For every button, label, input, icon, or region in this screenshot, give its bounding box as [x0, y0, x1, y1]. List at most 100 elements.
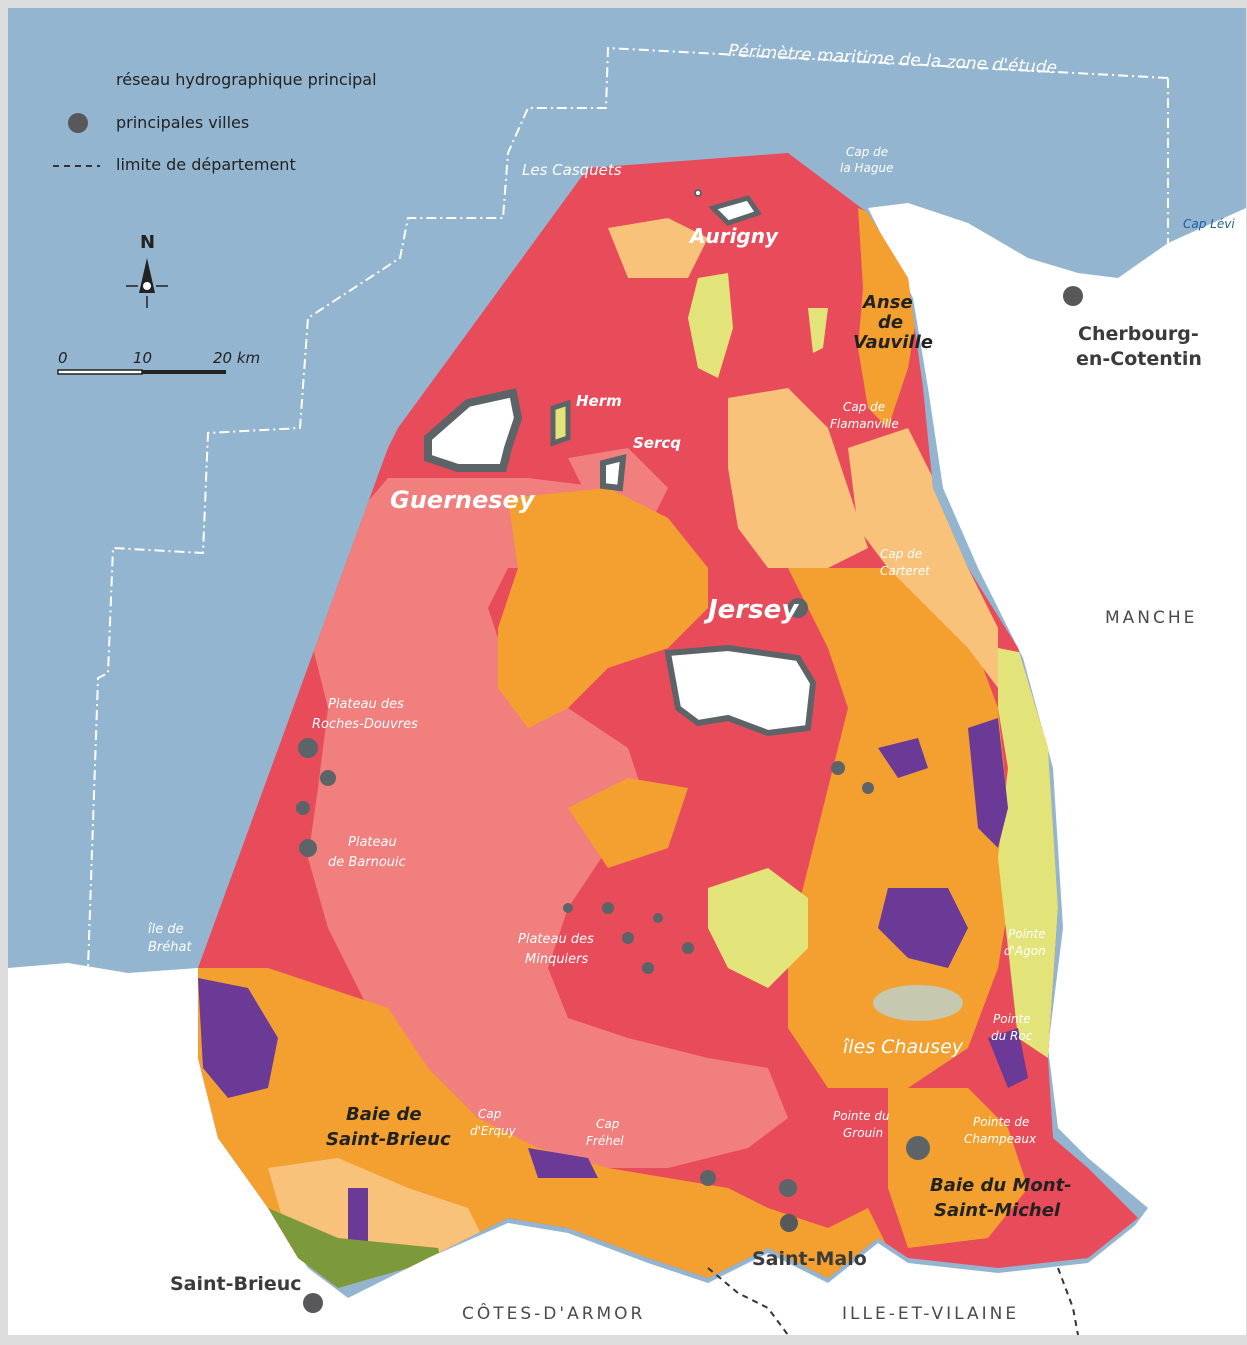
label-manche: MANCHE — [1105, 608, 1197, 628]
sediment-purple-4 — [878, 738, 928, 778]
rock-outcrops — [296, 598, 930, 1197]
compass-rose: N — [126, 232, 168, 308]
label-herm: Herm — [576, 392, 622, 410]
city-marker-saint-brieuc — [303, 1293, 323, 1313]
label-flamanville-1: Cap de — [843, 400, 885, 414]
sediment-purple-1 — [198, 978, 278, 1098]
scale-label-20: 20 km — [213, 349, 260, 367]
scale-segment-1 — [57, 369, 143, 375]
label-carteret-1: Cap de — [880, 547, 922, 561]
sediment-lightorange-2 — [848, 428, 998, 688]
label-saint-brieuc-bay-1: Baie de — [346, 1104, 422, 1125]
label-saint-brieuc: Saint-Brieuc — [170, 1273, 302, 1295]
scale-label-0: 0 — [58, 349, 68, 367]
label-vauville-1: Anse — [861, 292, 913, 313]
label-brehat-2: Bréhat — [148, 940, 192, 955]
department-limit-2 — [1057, 1267, 1079, 1335]
sediment-yellowgreen-3 — [998, 648, 1058, 1058]
map-frame: réseau hydrographique principal principa… — [8, 8, 1246, 1335]
label-barnouic-2: de Barnouic — [328, 855, 406, 870]
scale-label-10: 10 — [133, 349, 152, 367]
sediment-purple-5 — [988, 1028, 1028, 1088]
island-jersey — [664, 644, 817, 737]
label-erquy-1: Cap — [478, 1107, 502, 1121]
land-cotentin — [868, 203, 1246, 1335]
label-la-hague-1: Cap de — [846, 145, 888, 159]
label-agon-1: Pointe — [1008, 927, 1046, 941]
department-limit-1 — [707, 1267, 789, 1335]
sediment-orange-5 — [568, 778, 688, 868]
sediment-map: réseau hydrographique principal principa… — [8, 8, 1246, 1335]
label-aurigny: Aurigny — [688, 224, 779, 248]
label-saint-malo: Saint-Malo — [752, 1248, 867, 1270]
island-guernesey — [424, 388, 523, 472]
island-aurigny — [708, 195, 762, 226]
label-roches-douvres-2: Roches-Douvres — [312, 717, 418, 732]
sediment-purple-2 — [878, 888, 968, 968]
perimeter-line — [87, 46, 1169, 969]
label-cherbourg-2: en-Cotentin — [1076, 348, 1202, 370]
city-marker-cherbourg — [1063, 286, 1083, 306]
label-cherbourg-1: Cherbourg- — [1078, 323, 1199, 345]
label-roc-1: Pointe — [993, 1012, 1031, 1026]
city-legend-icon — [68, 113, 88, 133]
label-cap-levi: Cap Lévi — [1183, 217, 1235, 231]
sediment-orange-1 — [498, 488, 708, 728]
label-jersey: Jersey — [703, 595, 799, 625]
island-sercq — [600, 454, 627, 492]
land-bretagne — [8, 963, 1246, 1335]
label-carteret-2: Carteret — [880, 564, 931, 578]
label-grouin-2: Grouin — [843, 1126, 883, 1140]
sediment-zone — [198, 153, 1138, 1288]
legend: réseau hydrographique principal principa… — [53, 70, 377, 174]
label-erquy-2: d'Erquy — [470, 1124, 517, 1138]
label-flamanville-2: Flamanville — [830, 417, 899, 431]
label-agon-2: d'Agon — [1004, 944, 1046, 958]
sediment-lightorange-1 — [728, 388, 868, 568]
label-minquiers-1: Plateau des — [518, 932, 594, 947]
island-les-casquets — [694, 189, 702, 197]
sediment-yellowgreen-1 — [688, 273, 733, 378]
legend-cities-label: principales villes — [116, 113, 249, 132]
city-marker-saint-malo — [780, 1214, 798, 1232]
label-ille-vilaine: ILLE-ET-VILAINE — [842, 1304, 1019, 1324]
label-guernesey: Guernesey — [390, 486, 536, 514]
label-roc-2: du Roc — [991, 1029, 1033, 1043]
scale-segment-2 — [142, 370, 226, 374]
sediment-purple-7 — [528, 1148, 598, 1178]
legend-department-limit-label: limite de département — [116, 155, 296, 174]
label-les-casquets: Les Casquets — [522, 161, 622, 179]
chausey-archipelago — [873, 985, 963, 1021]
label-frehel-1: Cap — [596, 1117, 620, 1131]
legend-river-label: réseau hydrographique principal — [116, 70, 377, 89]
label-cotes-armor: CÔTES-D'ARMOR — [462, 1302, 645, 1324]
sediment-yellowgreen-4 — [808, 308, 828, 353]
sediment-purple-3 — [968, 718, 1008, 848]
scale-bar: 0 10 20 km — [57, 349, 260, 375]
label-saint-brieuc-bay-2: Saint-Brieuc — [326, 1129, 451, 1150]
label-barnouic-1: Plateau — [348, 835, 397, 850]
label-iles-chausey: îles Chausey — [843, 1036, 964, 1058]
label-champeaux-1: Pointe de — [973, 1115, 1029, 1129]
label-vauville-2: de — [878, 312, 903, 333]
river-legend-icon — [57, 77, 99, 82]
label-grouin-1: Pointe du — [833, 1109, 890, 1123]
label-brehat-1: île de — [148, 922, 184, 937]
label-mont-1: Baie du Mont- — [930, 1175, 1072, 1196]
island-herm — [550, 399, 571, 447]
label-frehel-2: Fréhel — [586, 1134, 624, 1148]
label-mont-2: Saint-Michel — [934, 1200, 1061, 1221]
label-champeaux-2: Champeaux — [964, 1132, 1037, 1146]
label-la-hague-2: la Hague — [840, 161, 893, 175]
sediment-yellowgreen-2 — [708, 868, 808, 988]
label-sercq: Sercq — [633, 434, 681, 452]
compass-north-label: N — [140, 232, 155, 253]
label-minquiers-2: Minquiers — [525, 952, 589, 967]
sediment-orange-6 — [888, 1088, 1028, 1248]
compass-center-icon — [141, 280, 153, 292]
label-roches-douvres-1: Plateau des — [328, 697, 404, 712]
compass-ticks-icon — [126, 285, 168, 308]
sediment-lightorange-3 — [608, 218, 708, 278]
label-vauville-3: Vauville — [853, 332, 933, 353]
sediment-pink — [308, 478, 788, 1168]
